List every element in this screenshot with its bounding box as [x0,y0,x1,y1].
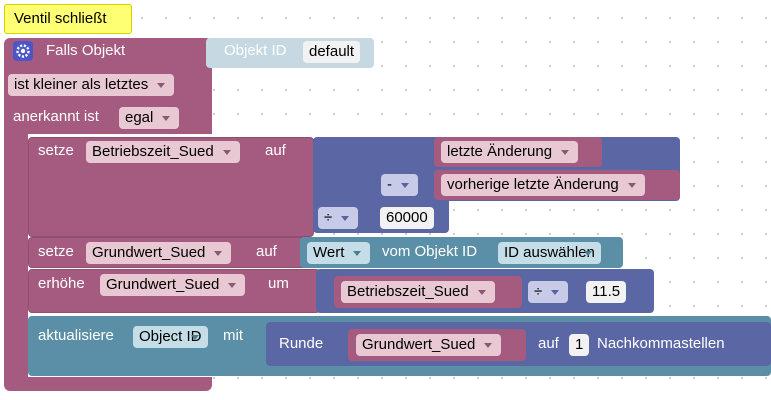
increase-number-field[interactable]: 11.5 [586,281,627,303]
operand-var-dropdown[interactable]: Betriebszeit_Sued [341,281,495,303]
round-var-dropdown[interactable]: Grundwert_Sued [356,334,502,356]
object-select-field[interactable]: ID auswählen [498,242,601,264]
trigger-label: Falls Objekt [46,42,126,59]
ack-label: anerkannt ist [13,108,99,125]
from-object-label: vom Objekt ID [382,243,478,260]
field1-dropdown[interactable]: letzte Änderung [441,141,579,163]
value-dropdown[interactable]: Wert [307,242,371,264]
comment-block[interactable]: Ventil schließt [4,4,132,34]
decimals-field[interactable]: 1 [569,334,590,356]
increase-operator-dropdown[interactable]: ÷ [528,281,569,303]
set1-variable-dropdown[interactable]: Betriebszeit_Sued [86,141,240,163]
object-id-label: Objekt ID [224,42,287,59]
object-id-field[interactable]: default [303,41,361,63]
trigger-block-spine [4,130,28,382]
minus-operator-dropdown[interactable]: - [381,174,418,196]
update-with-label: mit [223,327,243,344]
set2-label: setze [38,243,74,260]
set2-variable-dropdown[interactable]: Grundwert_Sued [86,242,232,264]
update-object-field[interactable]: Object ID [133,326,208,348]
set1-to-label: auf [265,142,286,159]
field2-dropdown[interactable]: vorherige letzte Änderung [441,174,645,196]
decimals-label: Nachkommastellen [597,335,725,352]
set1-label: setze [38,142,74,159]
comment-text: Ventil schließt [14,10,107,27]
increase-by-label: um [268,275,289,292]
ack-dropdown[interactable]: egal [119,107,180,129]
condition-dropdown[interactable]: ist kleiner als letztes [8,74,175,96]
gear-icon[interactable] [13,41,33,61]
increase-variable-dropdown[interactable]: Grundwert_Sued [100,274,246,296]
divisor-field[interactable]: 60000 [380,207,434,229]
update-label: aktualisiere [38,327,114,344]
set2-to-label: auf [256,243,277,260]
round-to-label: auf [538,335,559,352]
round-label: Runde [279,335,324,352]
trigger-block-footer [4,377,212,391]
divide-operator-dropdown[interactable]: ÷ [318,207,359,229]
increase-label: erhöhe [38,275,85,292]
